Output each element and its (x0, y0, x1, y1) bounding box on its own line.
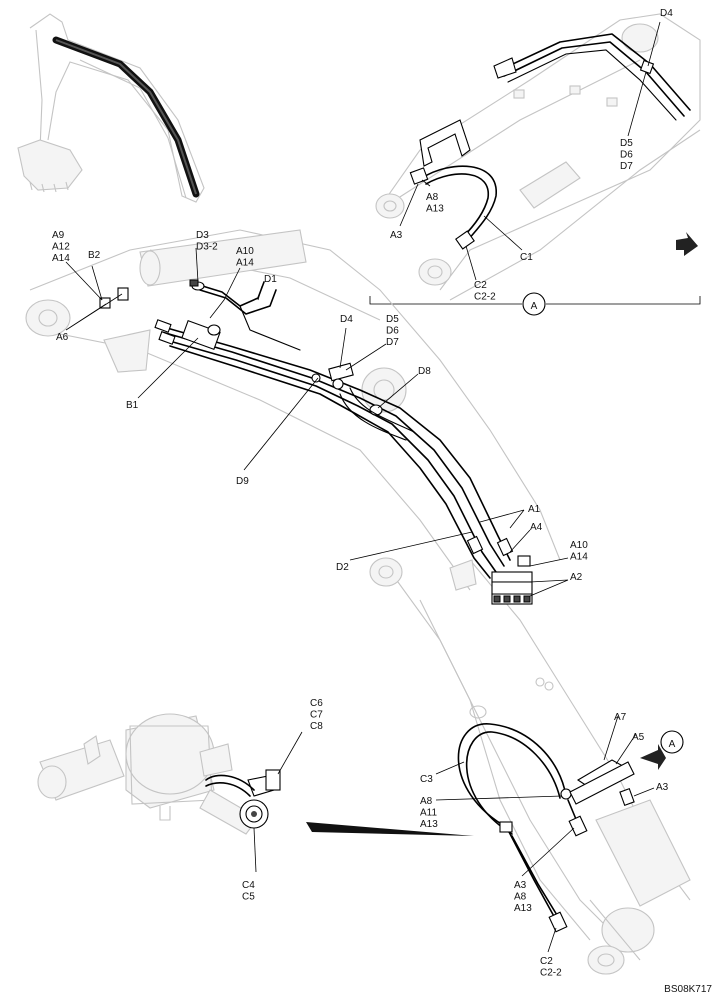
callout-d9: D9 (236, 476, 249, 487)
callout-line: A7 (614, 712, 627, 723)
continuation-arrow-icon (676, 232, 698, 256)
callout-line: A14 (52, 253, 70, 264)
view-a-pointer-marker: A (669, 739, 676, 750)
boom-assembly (25, 229, 691, 975)
callout-line: C2 (540, 956, 553, 967)
callout-a7: A7 (614, 712, 627, 723)
callout-line: B1 (126, 400, 139, 411)
callout-line: A12 (52, 242, 70, 253)
callout-line: A6 (56, 332, 69, 343)
callout-inset-a3: A3 (390, 230, 403, 241)
callout-line: C3 (420, 774, 433, 785)
hose-bundle (99, 279, 533, 605)
callout-line: C2-2 (540, 968, 562, 979)
callout-line: C6 (310, 698, 323, 709)
callout-line: D5 (620, 138, 633, 149)
callout-d4-main: D4 (340, 314, 353, 325)
callout-line: A8 (514, 892, 527, 903)
view-a-marker: A (531, 301, 538, 312)
callout-line: A4 (530, 522, 543, 533)
detail-view-a: A (369, 13, 701, 316)
callout-a6: A6 (56, 332, 69, 343)
callout-a5: A5 (632, 732, 645, 743)
callout-line: A13 (514, 903, 532, 914)
callout-line: A11 (420, 808, 437, 819)
callout-line: A10 (236, 246, 254, 257)
callout-line: A3 (656, 782, 669, 793)
callout-d8: D8 (418, 366, 431, 377)
drawing-code: BS08K717 (664, 984, 712, 995)
callout-line: C5 (242, 892, 255, 903)
callout-a2: A2 (570, 572, 583, 583)
callout-a4: A4 (530, 522, 543, 533)
callout-inset-c1: C1 (520, 252, 533, 263)
callout-line: D6 (620, 150, 633, 161)
callout-line: D4 (340, 314, 353, 325)
callout-line: D7 (386, 337, 399, 348)
callout-line: A10 (570, 540, 588, 551)
callout-b1: B1 (126, 400, 139, 411)
callout-line: D3 (196, 230, 209, 241)
callout-line: D2 (336, 562, 349, 573)
callout-line: C7 (310, 710, 323, 721)
callout-line: D8 (418, 366, 431, 377)
callout-line: A14 (570, 552, 588, 563)
callout-line: A9 (52, 230, 65, 241)
callout-a1: A1 (528, 504, 541, 515)
arm-overview-thumbnail (17, 13, 205, 203)
callout-line: D1 (264, 274, 277, 285)
callout-line: C2-2 (474, 292, 496, 303)
callout-c3: C3 (420, 774, 433, 785)
callout-line: A8 (420, 796, 433, 807)
callout-line: A13 (426, 204, 444, 215)
callout-line: A5 (632, 732, 645, 743)
callout-line: C1 (520, 252, 533, 263)
callout-line: D6 (386, 326, 399, 337)
callout-line: B2 (88, 250, 101, 261)
callout-line: D7 (620, 161, 633, 172)
callout-line: A3 (390, 230, 403, 241)
callout-line: A2 (570, 572, 583, 583)
callout-line: D3-2 (196, 242, 218, 253)
callout-d1: D1 (264, 274, 277, 285)
swivel-detail (37, 713, 474, 836)
callout-inset-d4: D4 (660, 8, 673, 19)
callout-a3-right: A3 (656, 782, 669, 793)
callout-b2: B2 (88, 250, 101, 261)
leader-lines (65, 21, 661, 953)
callout-line: A8 (426, 192, 439, 203)
callout-line: A3 (514, 880, 527, 891)
view-a-pointer-icon (640, 744, 666, 770)
lower-hose-assembly: A (457, 723, 684, 933)
callout-line: D4 (660, 8, 673, 19)
callout-line: C4 (242, 880, 255, 891)
detail-pointer-wedge (306, 822, 474, 836)
callout-line: C2 (474, 280, 487, 291)
callout-line: A13 (420, 819, 438, 830)
callout-line: C8 (310, 721, 323, 732)
callout-line: A14 (236, 258, 254, 269)
callout-line: D5 (386, 314, 399, 325)
callout-d2: D2 (336, 562, 349, 573)
callout-line: D9 (236, 476, 249, 487)
callout-line: A1 (528, 504, 541, 515)
